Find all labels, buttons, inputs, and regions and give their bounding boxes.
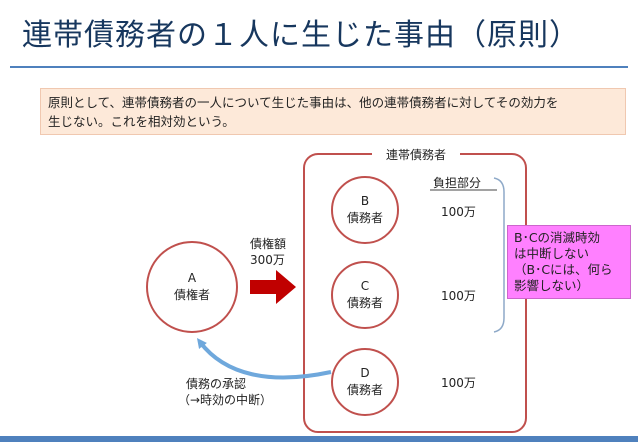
debtor-c-share: 100万 [441,289,476,303]
claim-label: 債権額 300万 [250,236,286,268]
debtor-c-label: C 債務者 [325,278,405,312]
claim-amount: 300万 [250,253,285,267]
claim-arrow [250,270,296,304]
effect-note-line-2: は中断しない [514,246,590,261]
debtor-b-label: B 債務者 [325,193,405,227]
debtor-c-id: C [360,279,370,293]
creditor-a-label: A 債権者 [152,270,232,304]
group-label: 連帯債務者 [385,148,446,162]
acknowledgement-line-1: 債務の承認 [186,377,247,391]
page-title: 連帯債務者の１人に生じた事由（原則） [22,18,580,53]
debtor-d-label: D 債務者 [325,365,405,399]
effect-note-line-3: （B･Cには、何ら [514,262,613,277]
share-header: 負担部分 [433,176,482,190]
debtor-d-node [331,348,399,416]
debtor-b-share: 100万 [441,205,476,219]
acknowledgement-label: 債務の承認 （→時効の中断） [178,376,272,408]
effect-note: B･Cの消滅時効 は中断しない （B･Cには、何ら 影響しない） [507,225,631,299]
bottom-accent-bar [0,436,638,442]
effect-note-line-1: B･Cの消滅時効 [514,230,601,245]
acknowledgement-line-2: （→時効の中断） [178,393,273,407]
shares-bracket [493,177,505,333]
debtor-b-node [331,176,399,244]
title-underline [10,66,628,68]
debtor-c-node [331,261,399,329]
debtor-c-role: 債務者 [346,296,383,310]
group-label-backing [372,146,460,162]
acknowledgement-arrow [196,338,332,380]
effect-note-line-4: 影響しない） [514,278,590,293]
principle-line-2: 生じない。これを相対効という。 [48,114,235,129]
debtor-d-role: 債務者 [346,383,383,397]
debtor-d-share: 100万 [441,376,476,390]
claim-label-text: 債権額 [250,237,287,251]
creditor-a-node [146,241,238,333]
creditor-a-id: A [187,271,197,285]
debtor-b-id: B [360,194,370,208]
debtor-d-id: D [360,366,370,380]
debtor-b-role: 債務者 [346,211,383,225]
creditor-a-role: 債権者 [173,288,210,302]
principle-line-1: 原則として、連帯債務者の一人について生じた事由は、他の連帯債務者に対してその効力… [48,95,559,110]
principle-box: 原則として、連帯債務者の一人について生じた事由は、他の連帯債務者に対してその効力… [40,88,626,135]
